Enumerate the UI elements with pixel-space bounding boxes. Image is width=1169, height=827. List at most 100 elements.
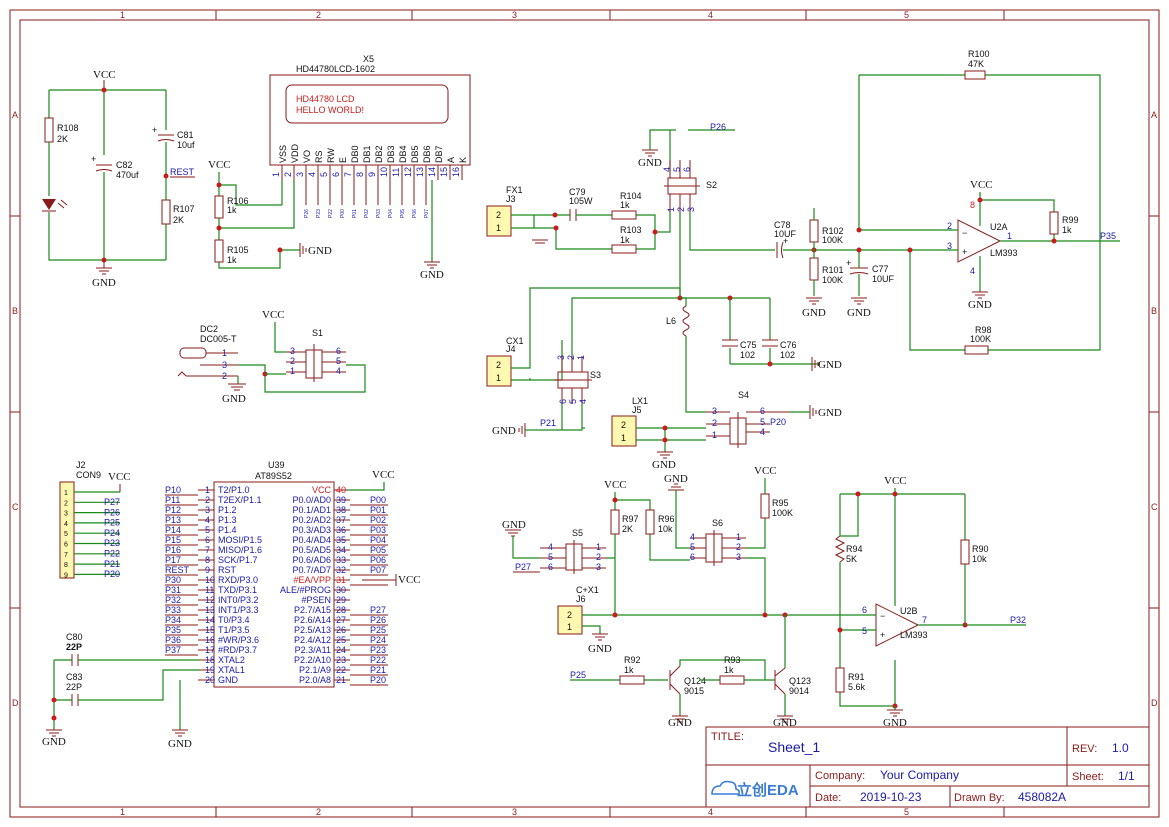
lcd-net-label: P07 bbox=[424, 209, 430, 218]
lcd-section: VCC R106 1k R105 1k GND X5 HD44780LCD-16… bbox=[208, 54, 471, 281]
mcu-pin-name: XTAL2 bbox=[218, 655, 245, 665]
gnd-icon bbox=[972, 291, 988, 299]
s5-pin1: 1 bbox=[596, 542, 601, 552]
vcc-label-j2: VCC bbox=[108, 471, 131, 483]
j3-ref: J3 bbox=[506, 194, 516, 204]
mcu-pin-name: TXD/P3.1 bbox=[218, 585, 257, 595]
mcu-net-label: P24 bbox=[370, 635, 386, 645]
q123-ref: Q123 bbox=[789, 676, 811, 686]
gnd-label-q123: GND bbox=[773, 717, 797, 729]
logo-text: 立创EDA bbox=[737, 781, 799, 799]
mcu-net-label: P37 bbox=[165, 645, 181, 655]
mcu-net-label: P23 bbox=[370, 645, 386, 655]
lcd-pin-number: 10 bbox=[379, 167, 389, 177]
net-p26-label: P26 bbox=[710, 122, 726, 132]
col-label-4-bottom: 4 bbox=[708, 807, 713, 817]
gnd-icon bbox=[887, 709, 903, 717]
mcu-net-label: P01 bbox=[370, 505, 386, 515]
mcu-net-label: P21 bbox=[370, 665, 386, 675]
gnd-label-mcu: GND bbox=[168, 738, 192, 750]
s3-pin3: 3 bbox=[556, 355, 566, 360]
opamp-icon: − + bbox=[875, 603, 920, 647]
mcu-net-label: REST bbox=[165, 565, 190, 575]
s1-pin5: 5 bbox=[336, 356, 341, 366]
vcc-label-r95: VCC bbox=[754, 465, 777, 477]
lcd-net-label: P05 bbox=[400, 209, 406, 218]
j2-pin-number: 6 bbox=[64, 542, 68, 549]
r90-ref: R90 bbox=[972, 544, 989, 554]
c78-value: 10UF bbox=[774, 229, 797, 239]
net-p35-label: P35 bbox=[1100, 231, 1116, 241]
s6-pin3: 3 bbox=[736, 552, 741, 562]
mcu-pin-number: 26 bbox=[336, 625, 346, 635]
u2a-ref: U2A bbox=[990, 222, 1008, 232]
col-label-4: 4 bbox=[708, 10, 713, 20]
mcu-net-label: P25 bbox=[370, 625, 386, 635]
npn-transistor-icon bbox=[774, 667, 786, 695]
j6-ref: J6 bbox=[576, 594, 586, 604]
gnd-icon bbox=[672, 715, 688, 723]
mcu-pin-name: P0.7/AD7 bbox=[292, 565, 331, 575]
mcu-net-label: P13 bbox=[165, 515, 181, 525]
lcd-pin-number: 4 bbox=[307, 172, 317, 177]
drawn-by-value: 458082A bbox=[1018, 790, 1066, 804]
r106-ref: R106 bbox=[227, 196, 249, 206]
lcd-pin-name: DB7 bbox=[434, 145, 444, 163]
mcu-pin-number: 1 bbox=[205, 485, 210, 495]
r106-value: 1k bbox=[227, 205, 237, 215]
u2b-minus: − bbox=[880, 611, 885, 621]
date-label: Date: bbox=[815, 792, 841, 804]
s2-pin4: 4 bbox=[662, 167, 672, 172]
r100-value: 47K bbox=[968, 59, 984, 69]
mcu-pin-number: 2 bbox=[205, 495, 210, 505]
mcu-pin-number: 33 bbox=[336, 555, 346, 565]
r101-ref: R101 bbox=[822, 265, 844, 275]
s4-pin2: 2 bbox=[712, 418, 717, 428]
mcu-net-label: P02 bbox=[370, 515, 386, 525]
mcu-pin-number: 3 bbox=[205, 505, 210, 515]
s5-pin5: 5 bbox=[548, 552, 553, 562]
mcu-pin-name: P1.4 bbox=[218, 525, 237, 535]
gnd-icon bbox=[424, 261, 440, 269]
r105-value: 1k bbox=[227, 255, 237, 265]
mcu-pin-name: ALE/#PROG bbox=[280, 585, 331, 595]
r102-value: 100K bbox=[822, 235, 843, 245]
s3-pin6: 6 bbox=[558, 399, 568, 404]
sheet-label: Sheet: bbox=[1072, 771, 1104, 783]
gnd-label-xtal: GND bbox=[42, 736, 66, 748]
crystal-caps-section: C80 22P C83 22P GND bbox=[42, 632, 200, 748]
j3-pin1: 1 bbox=[496, 223, 501, 233]
mcu-net-label: P27 bbox=[370, 605, 386, 615]
company-label: Company: bbox=[815, 770, 865, 782]
j5-pin1: 1 bbox=[621, 433, 626, 443]
r99-ref: R99 bbox=[1062, 215, 1079, 225]
u2b-plus: + bbox=[880, 630, 885, 640]
mcu-pin-name: P2.5/A13 bbox=[294, 625, 331, 635]
lcd-net-label: P01 bbox=[352, 209, 358, 218]
gnd-label-r101: GND bbox=[802, 307, 826, 319]
c81-value: 10uf bbox=[177, 140, 195, 150]
s5-ref: S5 bbox=[572, 528, 583, 538]
mcu-net-label: P22 bbox=[370, 655, 386, 665]
mcu-pin-number: 35 bbox=[336, 535, 346, 545]
mcu-pin-number: 31 bbox=[336, 575, 346, 585]
j2-net-label: P20 bbox=[104, 569, 120, 579]
c77-value: 10UF bbox=[872, 274, 895, 284]
mcu-pin-number: 11 bbox=[205, 585, 214, 595]
j2-net-label: P26 bbox=[104, 507, 120, 517]
u2a-pin1: 1 bbox=[1007, 231, 1012, 241]
switch-icon bbox=[705, 530, 723, 566]
mcu-pin-number: 15 bbox=[205, 625, 215, 635]
col-label-5: 5 bbox=[904, 10, 909, 20]
u2a-pin8: 8 bbox=[970, 200, 975, 210]
j6-pin2: 2 bbox=[567, 610, 572, 620]
lcd-pin-number: 6 bbox=[331, 172, 341, 177]
lcd-pin-number: 12 bbox=[403, 167, 413, 177]
title-block: TITLE: Sheet_1 REV: 1.0 Company: Your Co… bbox=[705, 726, 1150, 808]
row-label-c-right: C bbox=[1151, 502, 1158, 512]
lcd-pin-number: 15 bbox=[439, 167, 449, 177]
r101-value: 100K bbox=[822, 275, 843, 285]
